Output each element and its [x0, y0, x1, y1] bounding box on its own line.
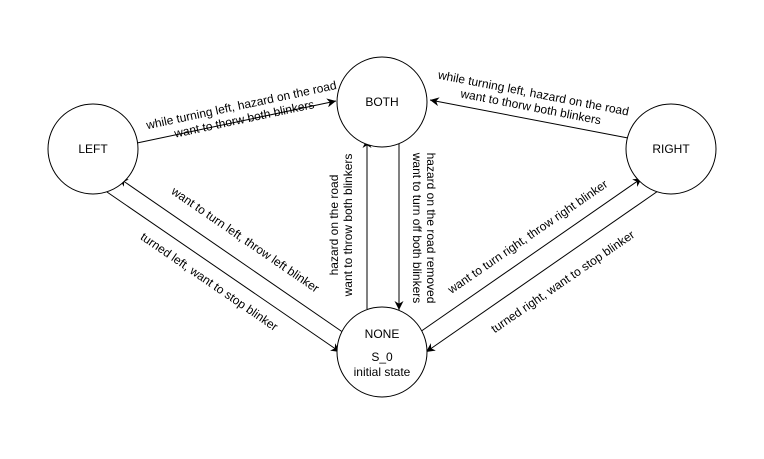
state-right: RIGHT — [625, 103, 717, 195]
state-right-label: RIGHT — [652, 142, 690, 156]
label-none-to-both-line2: want to throw both blinkers — [341, 154, 355, 298]
state-none-sublabel-2: initial state — [354, 365, 411, 379]
state-left-circle — [47, 103, 139, 195]
label-both-to-none: hazard on the road removed want to turn … — [410, 152, 438, 304]
edge-left-to-both — [136, 98, 337, 144]
state-right-circle — [625, 103, 717, 195]
state-both-label: BOTH — [365, 95, 398, 109]
label-both-to-none-line1: hazard on the road removed — [424, 153, 438, 304]
state-both: BOTH — [336, 56, 428, 148]
edge-none-to-left — [118, 177, 345, 334]
state-none-circle — [336, 306, 428, 398]
state-both-circle — [336, 56, 428, 148]
label-none-to-left: want to turn left, throw left blinker — [168, 183, 322, 295]
label-none-to-right: want to turn right, throw right blinker — [444, 177, 610, 297]
state-none-sublabel-1: S_0 — [371, 350, 393, 364]
edge-right-to-none — [425, 190, 659, 353]
label-none-to-right-line1: want to turn right, throw right blinker — [444, 177, 610, 297]
label-left-to-both: while turning left, hazard on the road w… — [144, 78, 338, 141]
state-left-label: LEFT — [78, 142, 108, 156]
state-none-label: NONE — [365, 327, 400, 341]
label-none-to-left-line1: want to turn left, throw left blinker — [168, 183, 322, 295]
state-left: LEFT — [47, 103, 139, 195]
edge-right-to-both — [429, 97, 629, 139]
label-right-to-both: while turning left, hazard on the road w… — [436, 68, 630, 128]
label-none-to-both-line1: hazard on the road — [327, 175, 341, 276]
label-both-to-none-line2: want to turn off both blinkers — [410, 152, 424, 304]
state-none: NONE S_0 initial state — [336, 306, 428, 398]
edge-left-to-none — [106, 191, 341, 353]
edge-none-to-right — [419, 177, 643, 333]
label-none-to-both: hazard on the road want to throw both bl… — [327, 154, 355, 298]
